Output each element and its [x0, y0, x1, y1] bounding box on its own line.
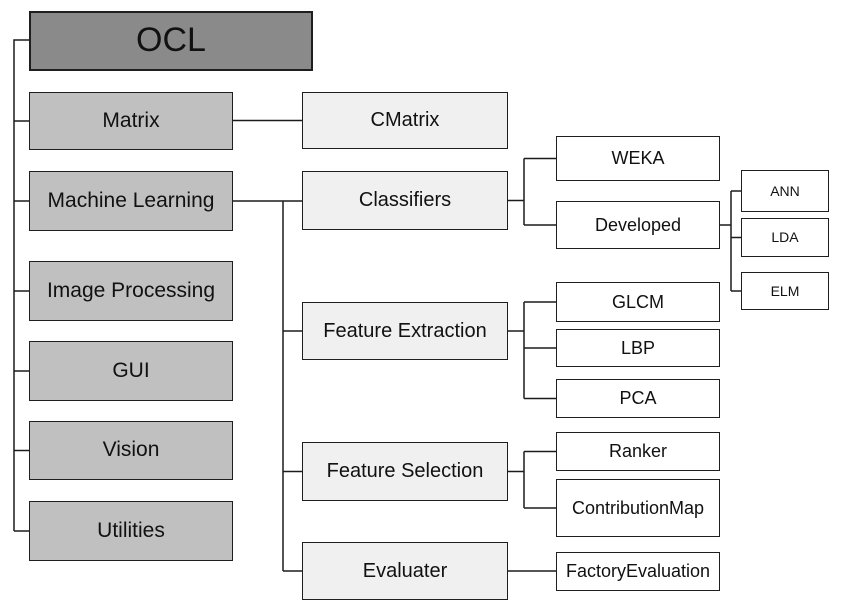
node-glcm: GLCM	[556, 282, 720, 322]
node-weka: WEKA	[556, 136, 720, 181]
node-elm: ELM	[741, 272, 829, 310]
node-lda: LDA	[741, 218, 829, 257]
node-factory-evaluation: FactoryEvaluation	[556, 552, 720, 591]
node-utilities: Utilities	[29, 501, 233, 561]
node-image-processing: Image Processing	[29, 261, 233, 321]
node-vision: Vision	[29, 421, 233, 480]
node-cmatrix: CMatrix	[302, 92, 508, 149]
node-ocl: OCL	[29, 11, 313, 71]
node-classifiers: Classifiers	[302, 171, 508, 230]
node-evaluater: Evaluater	[302, 542, 508, 600]
node-ranker: Ranker	[556, 432, 720, 471]
node-developed: Developed	[556, 201, 720, 249]
node-contribution-map: ContributionMap	[556, 479, 720, 537]
node-machine-learning: Machine Learning	[29, 171, 233, 231]
node-feature-selection: Feature Selection	[302, 442, 508, 501]
node-pca: PCA	[556, 379, 720, 418]
node-gui: GUI	[29, 341, 233, 401]
node-feature-extraction: Feature Extraction	[302, 302, 508, 360]
node-ann: ANN	[741, 170, 829, 212]
node-matrix: Matrix	[29, 92, 233, 150]
node-lbp: LBP	[556, 329, 720, 367]
